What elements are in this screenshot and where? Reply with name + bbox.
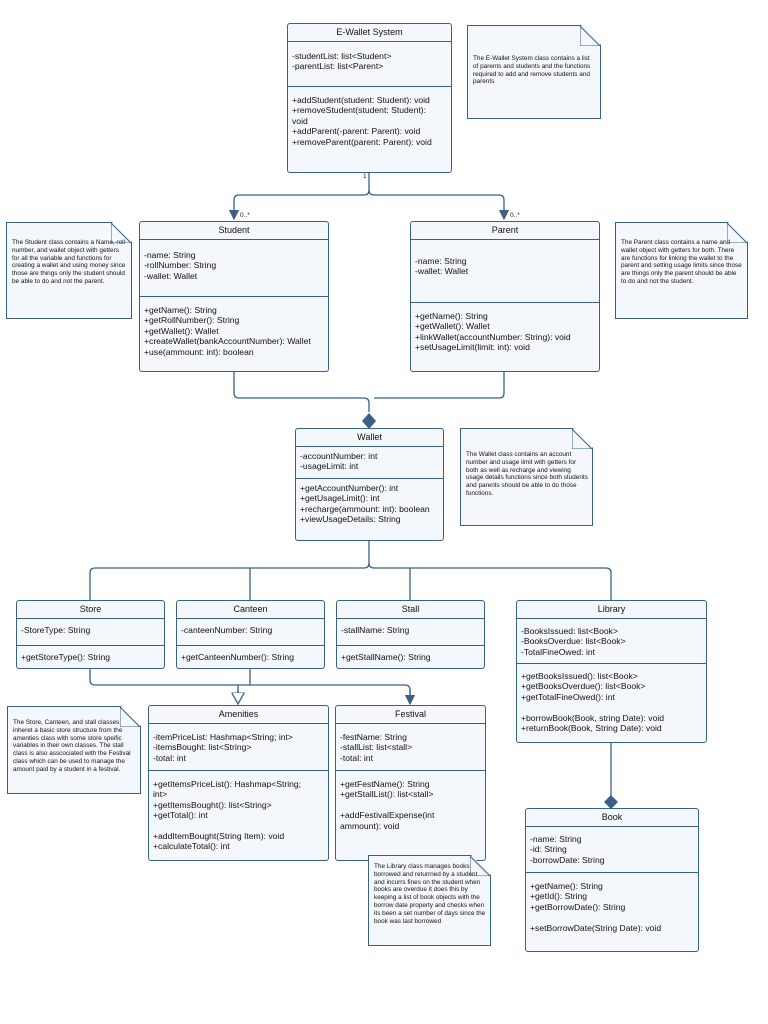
class-methods: +getBooksIssued(): list<Book> +getBooksO… bbox=[517, 663, 706, 737]
class-festival[interactable]: Festival -festName: String -stallList: l… bbox=[335, 705, 486, 861]
class-attributes: -accountNumber: int -usageLimit: int bbox=[300, 451, 378, 472]
note-fold-icon bbox=[111, 223, 131, 243]
class-wallet[interactable]: Wallet -accountNumber: int -usageLimit: … bbox=[295, 428, 444, 541]
note-fold-icon bbox=[580, 26, 600, 46]
multiplicity-one: 1 bbox=[363, 173, 367, 180]
class-title: Amenities bbox=[149, 706, 328, 724]
class-attributes: -name: String -rollNumber: String -walle… bbox=[144, 250, 217, 281]
assoc-ewallet-parent bbox=[368, 189, 510, 221]
composition-student-wallet bbox=[233, 371, 370, 412]
class-book[interactable]: Book -name: String -id: String -borrowDa… bbox=[525, 808, 699, 952]
multiplicity-parent: 0..* bbox=[510, 212, 520, 219]
multiplicity-student: 0..* bbox=[240, 212, 250, 219]
stores-inherit-amenities bbox=[89, 668, 411, 703]
note-parent: The Parent class contains a name and wal… bbox=[615, 222, 748, 319]
note-stores: The Store, Canteen, and stall classes in… bbox=[7, 706, 141, 794]
note-text: The Library class manages books borrowed… bbox=[374, 863, 486, 925]
class-attributes: -festName: String -stallList: list<stall… bbox=[340, 732, 413, 763]
class-methods: +getItemsPriceList(): Hashmap<String; in… bbox=[149, 770, 328, 856]
composition-parent-wallet bbox=[374, 371, 505, 399]
class-title: Store bbox=[17, 601, 164, 619]
note-wallet: The Wallet class contains an account num… bbox=[460, 428, 593, 526]
class-title: Canteen bbox=[177, 601, 324, 619]
class-methods: +getAccountNumber(): int +getUsageLimit(… bbox=[296, 478, 443, 529]
assoc-ewallet-student bbox=[228, 172, 370, 221]
class-methods: +addStudent(student: Student): void +rem… bbox=[288, 86, 451, 151]
class-amenities[interactable]: Amenities -itemPriceList: Hashmap<String… bbox=[148, 705, 329, 861]
class-attributes: -itemPriceList: Hashmap<String; int> -it… bbox=[153, 732, 293, 763]
class-title: E-Wallet System bbox=[288, 24, 451, 42]
note-text: The Wallet class contains an account num… bbox=[466, 451, 588, 497]
class-attributes: -name: String -id: String -borrowDate: S… bbox=[530, 834, 605, 865]
note-fold-icon bbox=[727, 223, 747, 243]
class-methods: +getStoreType(): String bbox=[17, 645, 164, 666]
class-methods: +getFestName(): String +getStallList(): … bbox=[336, 770, 485, 835]
note-text: The Parent class contains a name and wal… bbox=[621, 239, 742, 285]
class-attributes: -stallName: String bbox=[341, 625, 410, 635]
class-attributes: -BooksIssued: list<Book> -BooksOverdue: … bbox=[521, 626, 626, 657]
wallet-to-stores bbox=[89, 540, 612, 600]
note-ewallet: The E-Wallet System class contains a lis… bbox=[467, 25, 601, 119]
class-title: Student bbox=[140, 222, 328, 240]
composition-diamond-book bbox=[604, 795, 618, 809]
class-ewallet-system[interactable]: E-Wallet System -studentList: list<Stude… bbox=[287, 23, 452, 173]
class-attributes: -name: String -wallet: Wallet bbox=[415, 256, 469, 277]
class-attributes: -StoreType: String bbox=[21, 625, 91, 635]
class-title: Library bbox=[517, 601, 706, 619]
class-title: Stall bbox=[337, 601, 484, 619]
class-title: Festival bbox=[336, 706, 485, 724]
note-library: The Library class manages books borrowed… bbox=[368, 855, 491, 946]
class-methods: +getName(): String +getRollNumber(): Str… bbox=[140, 296, 328, 361]
class-methods: +getCanteenNumber(): String bbox=[177, 645, 324, 666]
note-text: The Student class contains a Name, roll … bbox=[12, 239, 126, 285]
composition-diamond-wallet bbox=[362, 413, 376, 429]
class-library[interactable]: Library -BooksIssued: list<Book> -BooksO… bbox=[516, 600, 707, 743]
class-student[interactable]: Student -name: String -rollNumber: Strin… bbox=[139, 221, 329, 372]
note-fold-icon bbox=[120, 707, 140, 727]
note-text: The Store, Canteen, and stall classes in… bbox=[13, 719, 131, 773]
class-attributes: -canteenNumber: String bbox=[181, 625, 273, 635]
class-methods: +getName(): String +getWallet(): Wallet … bbox=[411, 302, 599, 357]
note-fold-icon bbox=[572, 429, 592, 449]
class-methods: +getName(): String +getId(): String +get… bbox=[526, 872, 698, 937]
class-store[interactable]: Store -StoreType: String +getStoreType()… bbox=[16, 600, 165, 669]
class-title: Parent bbox=[411, 222, 599, 240]
class-stall[interactable]: Stall -stallName: String +getStallName()… bbox=[336, 600, 485, 669]
class-parent[interactable]: Parent -name: String -wallet: Wallet +ge… bbox=[410, 221, 600, 372]
class-attributes: -studentList: list<Student> -parentList:… bbox=[292, 51, 392, 72]
class-title: Wallet bbox=[296, 429, 443, 447]
class-title: Book bbox=[526, 809, 698, 827]
class-methods: +getStallName(): String bbox=[337, 645, 484, 666]
note-text: The E-Wallet System class contains a lis… bbox=[473, 55, 591, 86]
note-student: The Student class contains a Name, roll … bbox=[6, 222, 132, 319]
note-fold-icon bbox=[470, 856, 490, 876]
class-canteen[interactable]: Canteen -canteenNumber: String +getCante… bbox=[176, 600, 325, 669]
